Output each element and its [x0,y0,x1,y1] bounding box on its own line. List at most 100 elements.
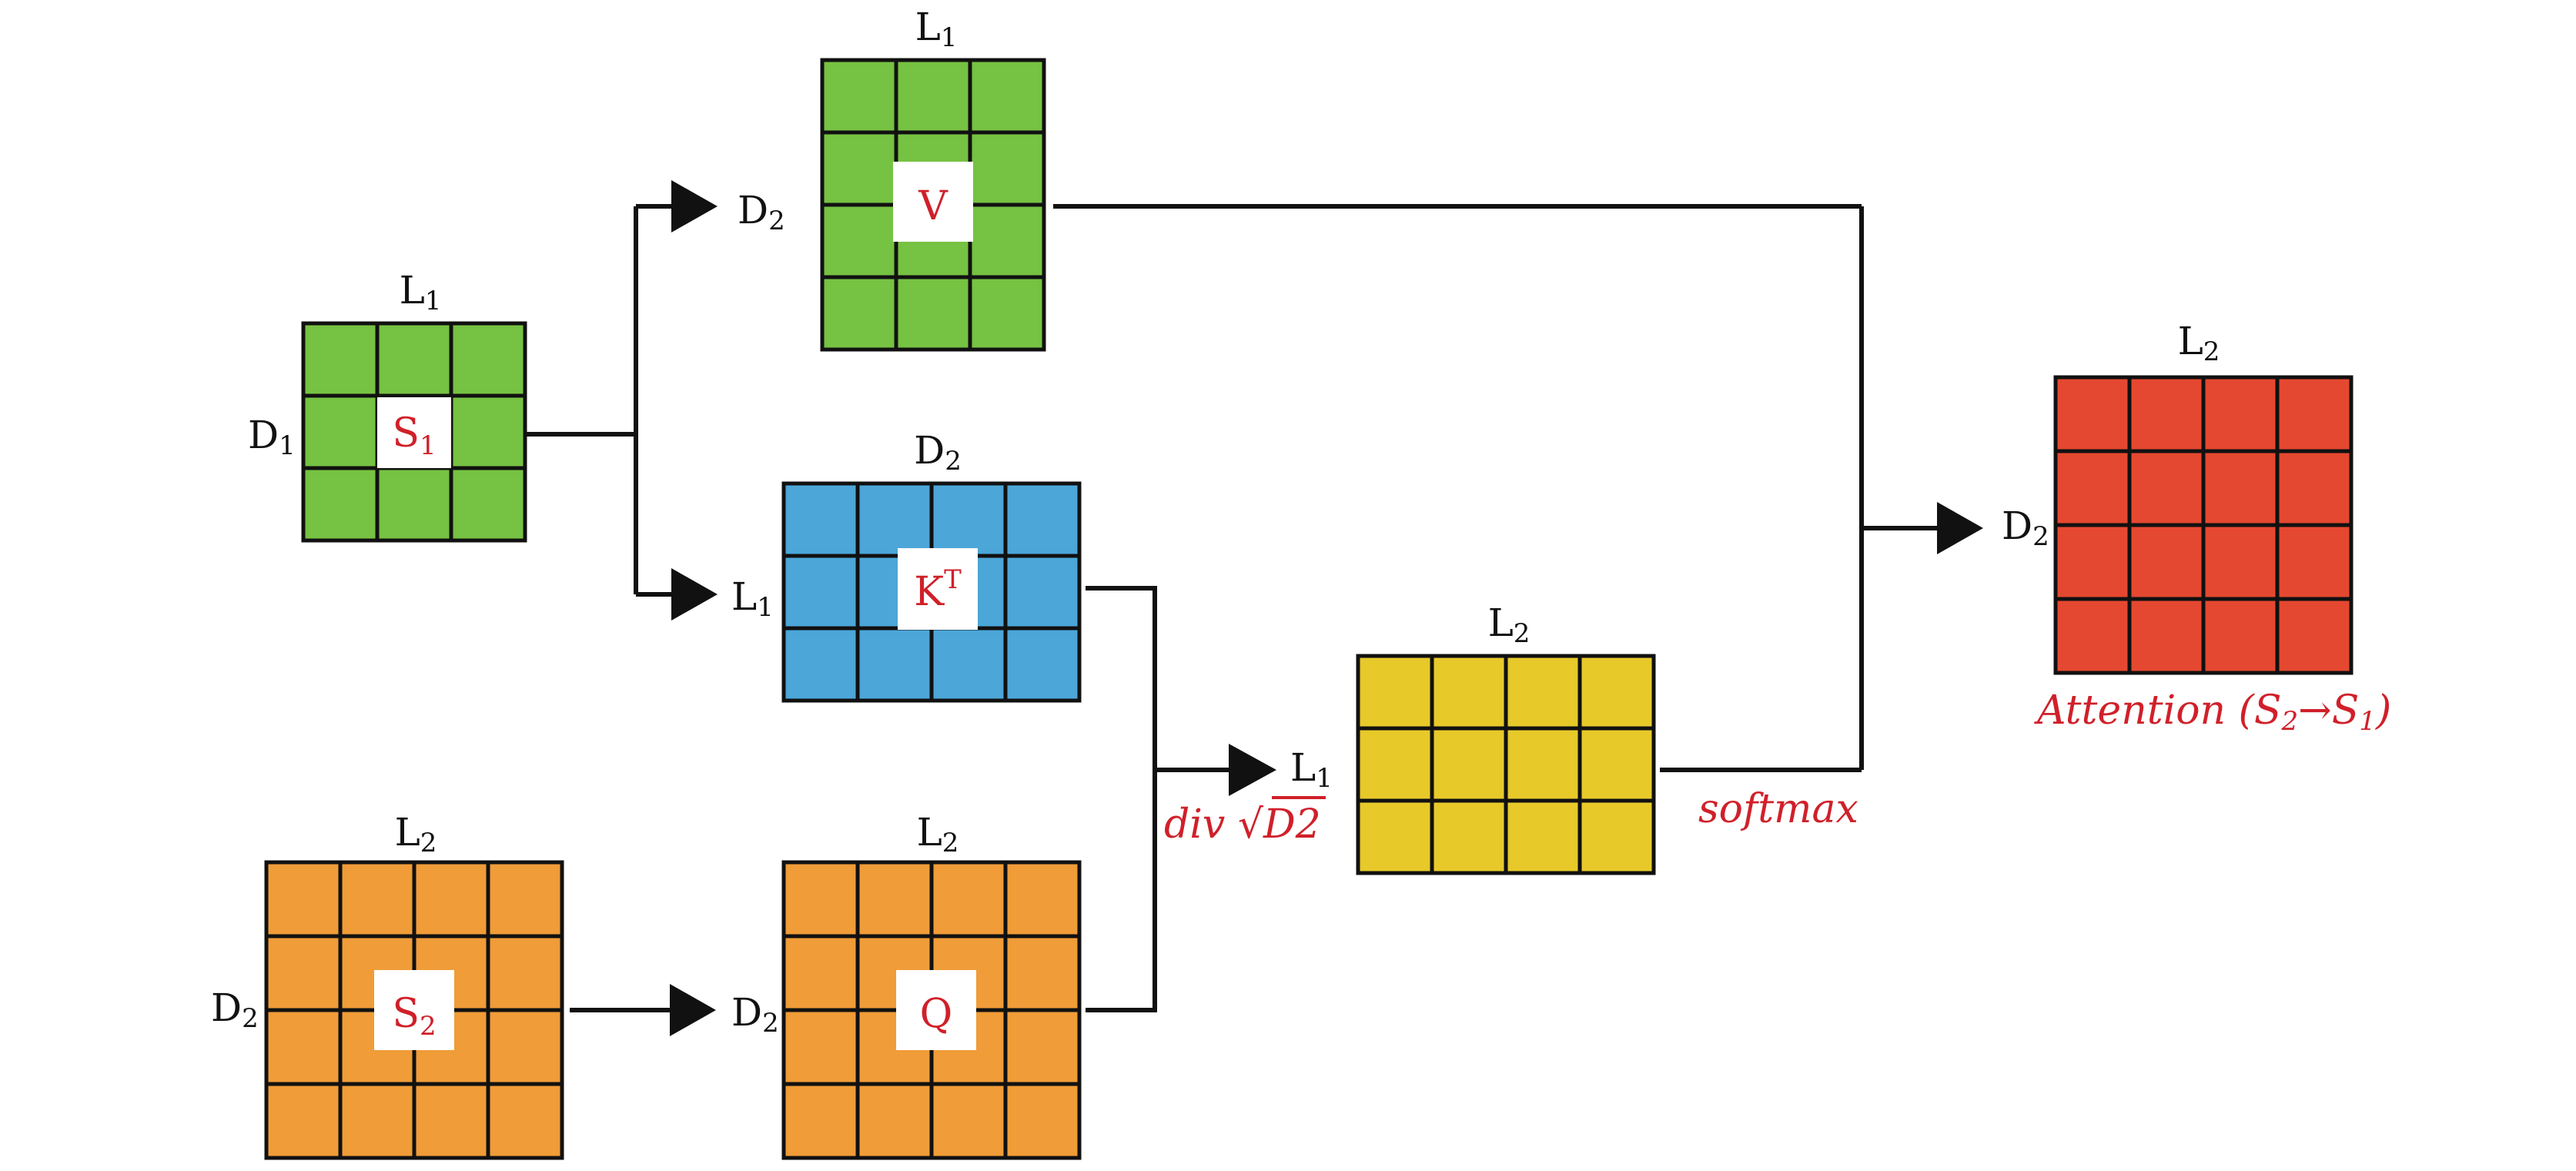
q-cell [781,1082,860,1160]
q-cell [781,860,860,938]
s2-cell [486,934,564,1012]
softmax-operation-label: softmax [1698,786,1858,832]
attention-cell [2275,375,2354,453]
matrix-q [781,860,1082,1160]
arrowhead-to-v [671,180,718,233]
attention-cell [2201,449,2280,527]
s2-cell [264,934,343,1012]
k-cell [781,554,860,631]
arrowhead-to-scores [1229,744,1276,796]
k-cell [929,626,1008,703]
scores-cell [1356,654,1434,731]
v-cell [968,275,1046,352]
v-cell [820,58,898,135]
svg-text:S2: S2 [392,991,436,1042]
attention-cell [2127,523,2206,601]
connector-lines [526,204,1940,1012]
k-cell [855,481,934,558]
arrow-label-to-scores: L1 [1290,745,1333,794]
s1-cell [449,393,527,470]
k-cell [781,626,860,703]
k-cell [855,626,934,703]
matrix-attention [2053,375,2354,675]
s2-cell [486,1082,564,1160]
v-cell [968,58,1046,135]
attention-cell [2127,449,2206,527]
s1-cell [375,466,453,543]
k-cell [1003,554,1082,631]
scale-operation-label: div √D2 [1164,801,1321,848]
q-cell [1003,1008,1082,1086]
scores-cell [1356,798,1434,875]
scores-cell [1504,654,1582,731]
attention-top-dim-label: L2 [2178,319,2220,367]
svg-text:S1: S1 [392,410,436,461]
s2-center-label: S2 [374,970,454,1050]
scores-cell [1577,726,1656,803]
arrowhead-to-k [671,568,718,621]
attention-cell [2201,597,2280,675]
q-top-dim-label: L2 [917,810,959,858]
arrow-label-to-v: D2 [738,188,785,236]
v-cell [820,130,898,207]
arrowhead-to-attention [1937,502,1983,554]
k-top-dim-label: D2 [914,428,962,477]
matrix-v [820,58,1046,352]
scores-cell [1577,798,1656,875]
k-cell [781,481,860,558]
svg-text:KT: KT [914,564,962,615]
s1-cell [449,321,527,398]
s2-cell [264,860,343,938]
scores-cell [1577,654,1656,731]
s2-cell [412,1082,490,1160]
q-cell [855,1082,934,1160]
svg-text:Q: Q [920,991,953,1037]
s1-center-label: S1 [377,397,451,468]
attention-cell [2201,375,2280,453]
attention-cell [2275,523,2354,601]
scores-top-dim-label: L2 [1488,601,1531,649]
matrix-scores [1356,654,1656,875]
arrow-label-to-q: D2 [731,990,779,1039]
k-cell [929,481,1008,558]
s1-side-dim-label: D1 [248,413,296,461]
scores-cell [1504,798,1582,875]
k-cell [1003,626,1082,703]
q-cell [1003,1082,1082,1160]
arrow-label-to-attention: D2 [2002,504,2049,552]
v-top-dim-label: L1 [915,5,958,53]
v-cell [894,58,972,135]
scores-cell [1504,726,1582,803]
attention-cell [2201,523,2280,601]
q-center-label: Q [896,970,976,1050]
attention-cell [2275,597,2354,675]
s1-cell [301,321,380,398]
attention-cell [2053,523,2132,601]
s1-cell [449,466,527,543]
q-cell [781,934,860,1012]
attention-cell [2275,449,2354,527]
v-cell [968,130,1046,207]
s2-cell [264,1008,343,1086]
arrowhead-to-q [670,984,716,1036]
s1-cell [375,321,453,398]
k-center-label: KT [898,548,978,630]
attention-cell [2053,449,2132,527]
v-cell [820,275,898,352]
attention-cell [2127,597,2206,675]
s2-cell [338,860,417,938]
attention-cell [2127,375,2206,453]
q-cell [1003,860,1082,938]
v-cell [820,202,898,279]
s2-cell [486,860,564,938]
q-cell [855,860,934,938]
scores-cell [1430,726,1508,803]
s2-cell [486,1008,564,1086]
s2-cell [412,860,490,938]
s2-side-dim-label: D2 [211,985,259,1034]
matrix-k-transpose [781,481,1082,703]
arrow-label-to-k: L1 [731,574,774,623]
v-cell [968,202,1046,279]
k-q-join-line [1086,586,1157,1012]
